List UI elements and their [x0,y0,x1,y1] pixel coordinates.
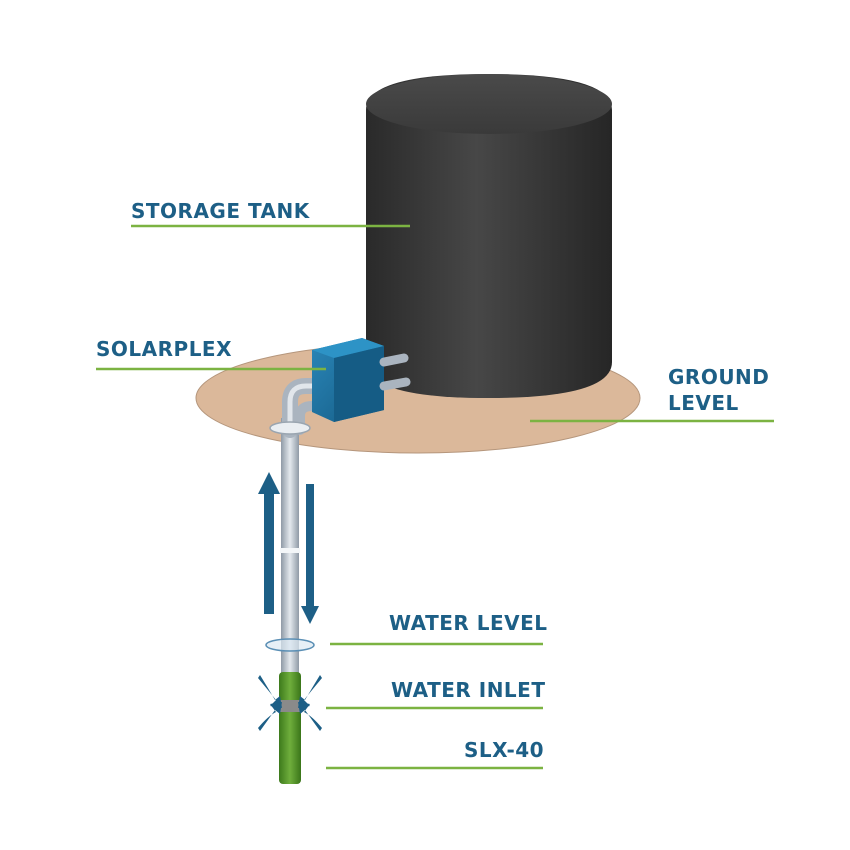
solarplex-controller-box [312,338,384,422]
pipe-elbow-lower [295,401,327,435]
solarplex-label: SOLARPLEX [96,337,232,361]
water-level-label: WATER LEVEL [389,611,548,635]
water-inlet-label: WATER INLET [391,678,545,702]
downward-flow-arrow [301,484,319,624]
slx-40-pump [278,672,302,784]
drop-pipe [280,418,300,674]
water-inlet-arrows [258,675,322,731]
water-level-ring [265,638,315,652]
tank-inlet-pipes [379,353,411,391]
ground-level-label-line1: GROUND [668,365,769,389]
storage-tank-label: STORAGE TANK [131,199,311,223]
ground-level-label-line2: LEVEL [668,391,739,415]
upward-flow-arrow [258,472,280,614]
flow-arrows [258,472,319,624]
pump-model-label: SLX-40 [464,738,544,762]
ground-collar [269,421,311,435]
storage-tank [366,74,612,398]
